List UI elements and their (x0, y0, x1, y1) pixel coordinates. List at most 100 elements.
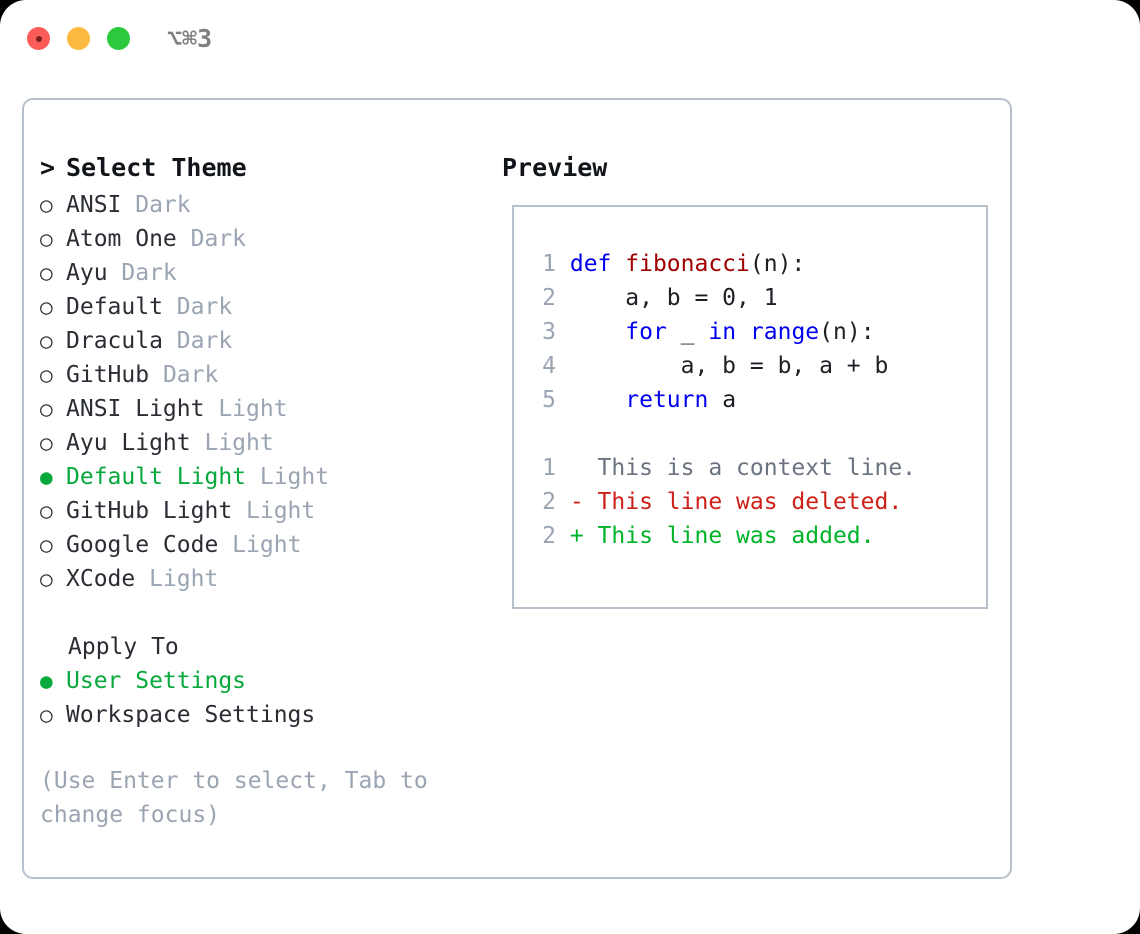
code-token: a, b = 0, 1 (569, 285, 778, 311)
theme-name: ANSI Light (66, 396, 205, 422)
theme-category: Dark (107, 260, 177, 286)
line-number: 2 (542, 523, 556, 549)
theme-name: GitHub (66, 362, 150, 388)
code-token: def (569, 251, 626, 277)
radio-unselected-icon: ○ (40, 703, 53, 727)
diff-line: 2 - This line was deleted. (528, 485, 916, 519)
keyboard-shortcut-label: ⌥⌘3 (167, 24, 213, 53)
theme-name: Ayu Light (66, 430, 191, 456)
theme-name: Ayu (66, 260, 108, 286)
radio-unselected-icon: ○ (40, 295, 53, 319)
theme-list-item[interactable]: ●Default Light Light (40, 460, 490, 494)
code-token: range (749, 319, 820, 345)
theme-category: Dark (149, 362, 219, 388)
code-token: _ (666, 319, 709, 345)
theme-category: Light (232, 498, 316, 524)
radio-selected-icon: ● (40, 669, 53, 693)
code-line: 2 a, b = 0, 1 (528, 281, 916, 315)
list-spacer (40, 596, 490, 630)
preview-title: Preview (502, 153, 608, 182)
radio-unselected-icon: ○ (40, 329, 53, 353)
code-token: return (625, 387, 709, 413)
theme-list-item[interactable]: ○XCode Light (40, 562, 490, 596)
code-token (736, 319, 750, 345)
theme-list-item[interactable]: ○ GitHub Dark (40, 358, 490, 392)
radio-unselected-icon: ○ (40, 363, 53, 387)
code-token: in (708, 319, 737, 345)
window-close-button[interactable] (27, 27, 50, 50)
theme-picker-panel: > Select Theme ○ ANSI Dark ○ Atom One Dark ○ A… (22, 98, 1012, 879)
line-number: 2 (542, 489, 556, 515)
theme-list-item[interactable]: ○ ANSI Dark (40, 188, 490, 222)
radio-unselected-icon: ○ (40, 431, 53, 455)
theme-name: Default (66, 294, 163, 320)
radio-unselected-icon: ○ (40, 397, 53, 421)
code-token: + This line was added. (556, 523, 875, 549)
radio-unselected-icon: ○ (40, 499, 53, 523)
theme-list-item[interactable]: ○ Default Dark (40, 290, 490, 324)
code-token (570, 319, 625, 345)
theme-list-item[interactable]: ○Ayu Light Light (40, 426, 490, 460)
code-token: - This line was deleted. (556, 489, 903, 515)
code-token: (n): (819, 319, 875, 345)
theme-list-item[interactable]: ○Dracula Dark (40, 324, 490, 358)
theme-category: Light (204, 396, 288, 422)
theme-category: Dark (176, 226, 247, 252)
theme-selection-column: > Select Theme ○ ANSI Dark ○ Atom One Dark ○ A… (40, 148, 490, 832)
theme-list-item[interactable]: ○ GitHub Light Light (40, 494, 490, 528)
radio-unselected-icon: ○ (40, 193, 53, 217)
radio-unselected-icon: ○ (40, 261, 53, 285)
line-number: 1 (542, 455, 556, 481)
code-token: fibonacci (625, 251, 750, 277)
apply-to-list[interactable]: ● User Settings ○ Workspace Settings (40, 664, 490, 732)
keyboard-hint-text: (Use Enter to select, Tab to change focu… (40, 768, 428, 828)
theme-list-item[interactable]: ○ Ayu Dark (40, 256, 490, 290)
theme-name: Google Code (66, 532, 219, 558)
theme-name: Default Light (66, 464, 247, 490)
select-theme-title: Select Theme (66, 153, 247, 182)
code-line: 5 return a (528, 383, 916, 417)
theme-name: Atom One (66, 226, 177, 252)
window-maximize-button[interactable] (107, 27, 130, 50)
diff-line: 1 This is a context line. (528, 451, 916, 485)
theme-name: ANSI (66, 192, 122, 218)
line-number: 1 (542, 251, 556, 277)
theme-category: Dark (162, 294, 233, 320)
apply-to-item[interactable]: ○ Workspace Settings (40, 698, 490, 732)
apply-to-item[interactable]: ● User Settings (40, 664, 490, 698)
apply-to-name: Workspace Settings (66, 702, 316, 728)
select-theme-header: > Select Theme (40, 148, 490, 188)
theme-name: GitHub Light (66, 498, 233, 524)
theme-category: Dark (121, 192, 191, 218)
code-token (570, 387, 625, 413)
theme-category: Light (246, 464, 330, 490)
code-line: 3 for _ in range(n): (528, 315, 916, 349)
code-token: for (625, 319, 667, 345)
theme-list-item[interactable]: ○ Google Code Light (40, 528, 490, 562)
code-token: a (708, 387, 737, 413)
line-number: 5 (542, 387, 556, 413)
line-number: 2 (542, 285, 556, 311)
window-minimize-button[interactable] (67, 27, 90, 50)
code-line: 1 def fibonacci(n): (528, 247, 916, 281)
code-token: a, b = b, a + b (569, 353, 889, 379)
theme-name: Dracula (66, 328, 163, 354)
apply-to-name: User Settings (66, 668, 247, 694)
theme-list[interactable]: ○ ANSI Dark ○ Atom One Dark ○ Ayu Dark ○ Defaul… (40, 188, 490, 596)
theme-category: Light (218, 532, 302, 558)
line-number: 4 (542, 353, 556, 379)
code-line: 4 a, b = b, a + b (528, 349, 916, 383)
radio-unselected-icon: ○ (40, 567, 53, 591)
theme-list-item[interactable]: ○ ANSI Light Light (40, 392, 490, 426)
theme-list-item[interactable]: ○ Atom One Dark (40, 222, 490, 256)
theme-category: Light (135, 566, 219, 592)
prompt-caret-icon: > (40, 153, 56, 182)
radio-unselected-icon: ○ (40, 227, 53, 251)
code-token: (n): (749, 251, 806, 277)
radio-unselected-icon: ○ (40, 533, 53, 557)
line-number: 3 (542, 319, 556, 345)
apply-to-label: Apply To (68, 634, 179, 660)
